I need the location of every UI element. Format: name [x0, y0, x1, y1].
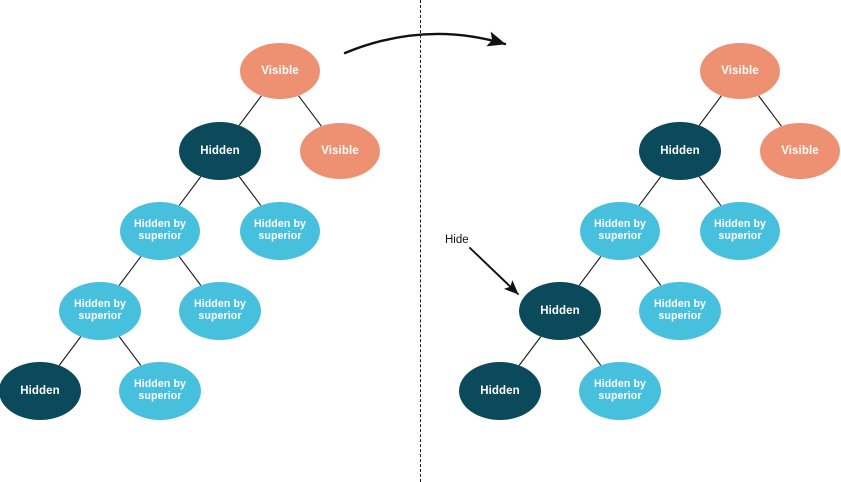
edge-L2-L4 — [178, 176, 202, 206]
edge-R1-R3 — [758, 95, 782, 127]
node-hidden-level4-left[interactable]: Hidden — [519, 282, 601, 340]
edge-L4-L6 — [118, 256, 142, 286]
edge-L6-L9 — [118, 336, 142, 366]
node-hidden-level5-left[interactable]: Hidden — [0, 362, 81, 420]
node-hidden-level2[interactable]: Hidden — [179, 122, 261, 180]
edge-R4-R7 — [638, 256, 662, 286]
node-visible-root[interactable]: Visible — [240, 43, 320, 99]
node-visible-level2-right[interactable]: Visible — [760, 123, 840, 179]
edge-R6-R8 — [518, 336, 542, 366]
edge-R2-R4 — [638, 176, 662, 206]
node-hidden-level2[interactable]: Hidden — [639, 122, 721, 180]
edge-R4-R6 — [578, 256, 602, 286]
node-visible-root[interactable]: Visible — [700, 43, 780, 99]
node-label: Visible — [321, 144, 359, 157]
curved-transition-arrow — [343, 31, 507, 55]
vertical-dashed-divider — [420, 0, 421, 482]
node-label: Hidden — [200, 144, 240, 157]
edge-L1-L3 — [298, 95, 322, 127]
node-label: Hidden — [660, 144, 700, 157]
hide-action-label: Hide — [445, 234, 469, 246]
edge-R2-R5 — [698, 176, 722, 206]
node-label: Hidden — [480, 384, 520, 397]
node-visible-level2-right[interactable]: Visible — [300, 123, 380, 179]
edge-L4-L7 — [178, 256, 202, 286]
edge-R6-R9 — [578, 336, 602, 366]
node-label: Visible — [781, 144, 819, 157]
hide-arrow — [469, 247, 519, 295]
node-label: Hidden — [540, 304, 580, 317]
edge-L6-L8 — [58, 336, 82, 366]
node-label: Hidden — [20, 384, 60, 397]
edge-R1-R2 — [698, 95, 722, 126]
node-label: Visible — [721, 64, 759, 77]
node-label: Visible — [261, 64, 299, 77]
edge-L1-L2 — [238, 95, 262, 126]
edge-L2-L5 — [238, 176, 262, 206]
node-hidden-level5-left[interactable]: Hidden — [459, 362, 541, 420]
